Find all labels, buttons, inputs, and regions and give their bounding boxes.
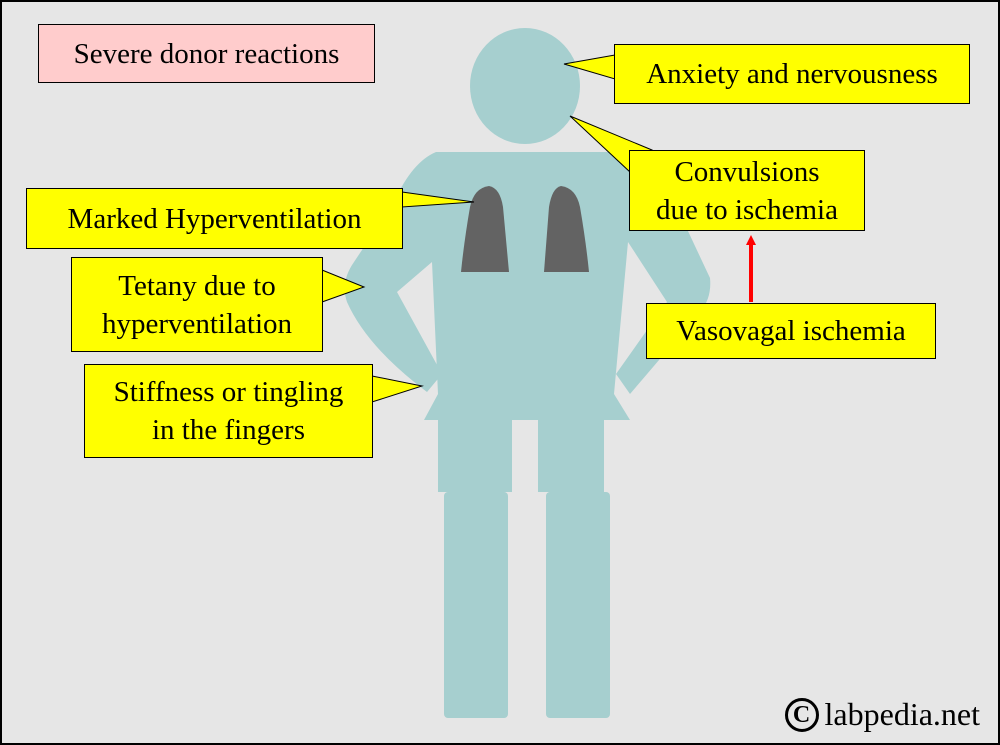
left-lung [461,186,509,272]
diagram-title: Severe donor reactions [38,24,375,83]
stiffness-label: Stiffness or tingling in the fingers [84,364,373,458]
watermark-text: labpedia.net [824,696,980,732]
right-lung [544,186,589,272]
copyright-icon: C [784,697,819,732]
anxiety-label: Anxiety and nervousness [614,44,970,104]
lungs-icon [461,186,589,272]
tetany-label: Tetany due to hyperventilation [71,257,323,352]
hyperventilation-label: Marked Hyperventilation [26,188,403,249]
convulsions-label: Convulsions due to ischemia [629,150,865,231]
human-figure-icon [344,28,711,718]
vasovagal-label: Vasovagal ischemia [646,303,936,359]
watermark: C labpedia.net [784,696,980,733]
